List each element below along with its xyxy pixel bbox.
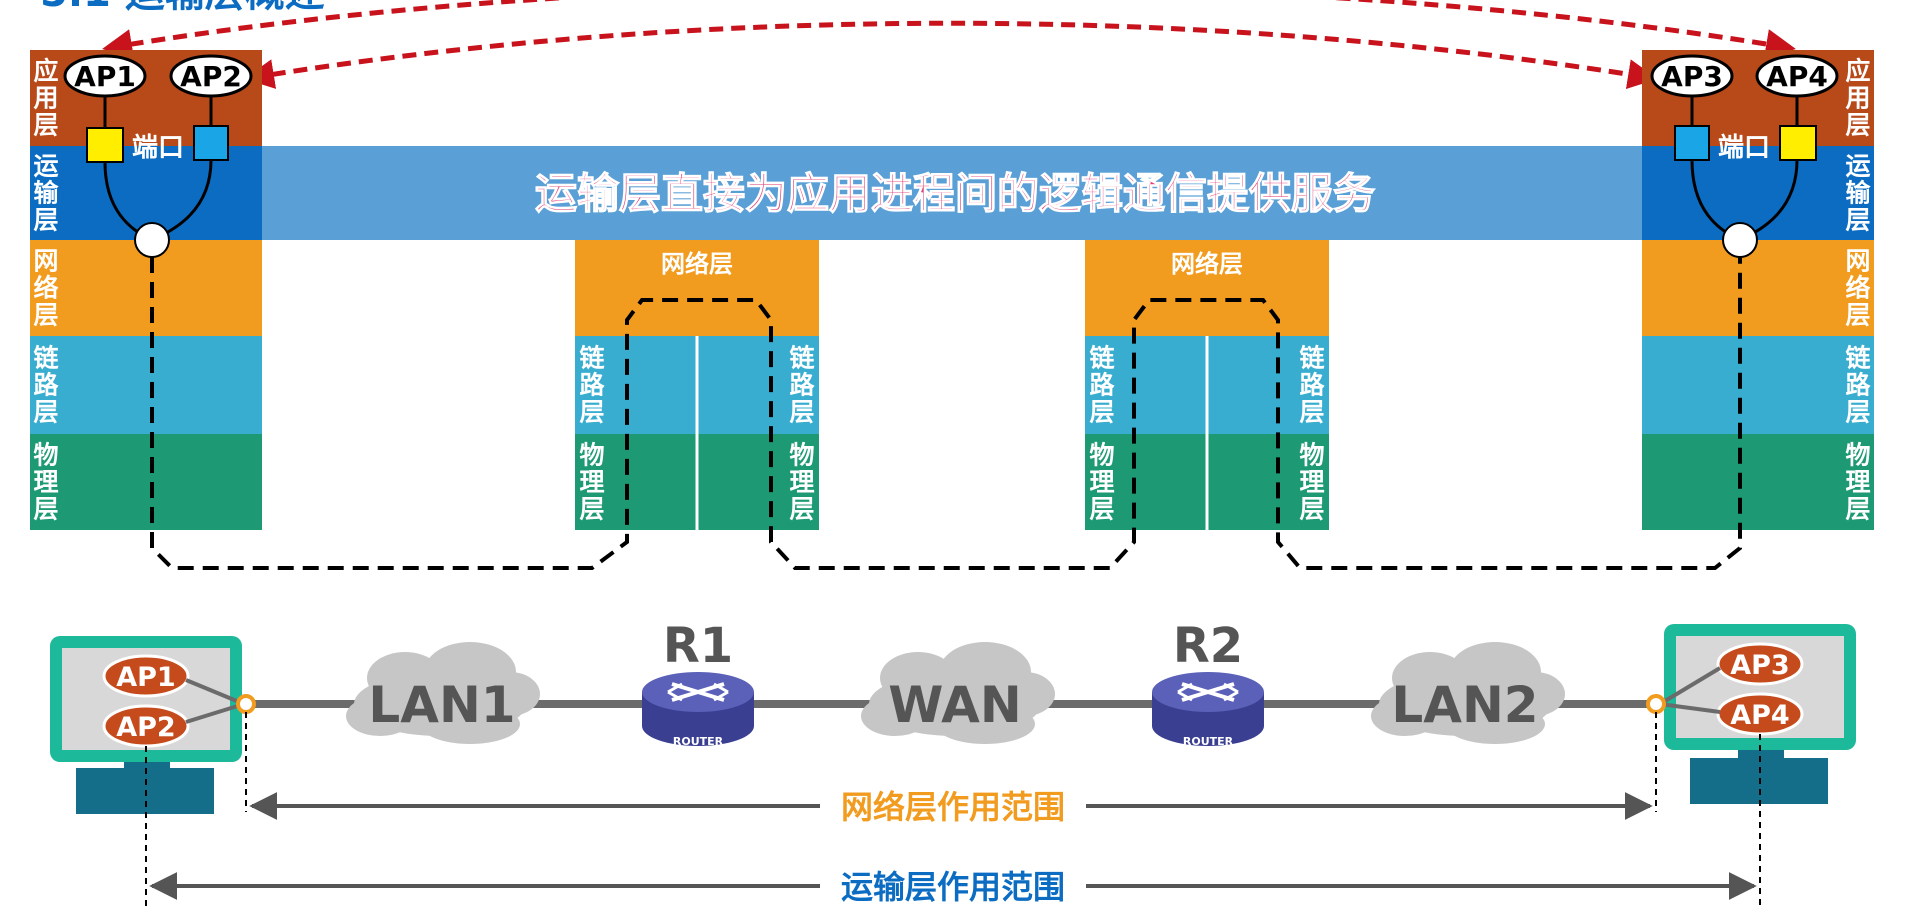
right-port-label: 端口 <box>1718 133 1770 163</box>
right-ap3-label: AP3 <box>1661 60 1723 93</box>
left-computer <box>50 636 242 814</box>
left-network-label: 网络层 <box>33 247 58 330</box>
router-r1-label: R1 <box>663 618 733 674</box>
right-ap4-oval <box>1755 54 1839 98</box>
router-r1-tag: ROUTER <box>673 735 724 748</box>
router-r1-icon <box>642 672 754 746</box>
router1-network-label: 网络层 <box>661 250 733 278</box>
page-title: 5.1 运输层概述 <box>40 0 325 16</box>
transport-banner <box>262 146 1648 240</box>
right-transport-label: 运输层 <box>1845 152 1871 235</box>
lan1-cloud <box>346 642 540 744</box>
host-ap1-link <box>185 678 245 706</box>
right-port-yellow <box>1779 125 1817 161</box>
r2-right-link-label: 链路层 <box>1299 344 1325 427</box>
transport-scope-label: 运输层作用范围 <box>841 868 1065 906</box>
r1-left-physical-label: 物理层 <box>579 441 604 524</box>
lan2-label: LAN2 <box>1391 676 1538 734</box>
left-ap2-oval <box>169 54 253 98</box>
left-physical-label: 物理层 <box>33 441 58 524</box>
right-port-dot <box>1646 694 1666 714</box>
network-scope-label: 网络层作用范围 <box>841 788 1065 826</box>
right-ap4-label: AP4 <box>1766 60 1828 93</box>
router1-stack <box>575 240 819 530</box>
left-ap2-label: AP2 <box>180 60 242 93</box>
banner-text: 运输层直接为应用进程间的逻辑通信提供服务 <box>535 169 1375 218</box>
host-ap4-label: AP4 <box>1730 700 1789 731</box>
host-ap3-label: AP3 <box>1730 650 1789 681</box>
router2-network-label: 网络层 <box>1171 250 1243 278</box>
r1-right-link-label: 链路层 <box>789 344 815 427</box>
left-host-stack <box>30 50 262 530</box>
right-physical-label: 物理层 <box>1845 441 1870 524</box>
router-r2-icon <box>1152 672 1264 746</box>
wan-cloud <box>861 642 1055 744</box>
left-transport-node <box>134 222 170 258</box>
host-ap3-link <box>1658 666 1722 706</box>
r2-left-physical-label: 物理层 <box>1089 441 1114 524</box>
left-ap1-oval <box>63 54 147 98</box>
left-port-yellow <box>86 127 124 163</box>
wan-label: WAN <box>888 676 1021 734</box>
host-ap3-oval <box>1716 642 1804 686</box>
host-ap4-link <box>1659 702 1721 714</box>
left-application-label: 应用层 <box>33 57 58 140</box>
right-network-label: 网络层 <box>1845 247 1870 330</box>
ap1-ap3-arrow <box>102 0 1796 59</box>
router2-stack <box>1085 240 1329 530</box>
router-r2-tag: ROUTER <box>1183 735 1234 748</box>
host-ap2-label: AP2 <box>116 712 175 743</box>
data-path <box>150 257 1742 570</box>
left-link-label: 链路层 <box>33 344 59 427</box>
left-transport-label: 运输层 <box>33 152 59 235</box>
left-port-blue <box>193 125 229 161</box>
right-ap3-oval <box>1650 54 1734 98</box>
right-host-stack <box>1642 50 1874 530</box>
r2-right-physical-label: 物理层 <box>1299 441 1324 524</box>
right-transport-node <box>1722 222 1758 258</box>
right-application-label: 应用层 <box>1845 57 1870 140</box>
lan1-label: LAN1 <box>368 676 515 734</box>
left-ap1-label: AP1 <box>74 60 136 93</box>
r2-left-link-label: 链路层 <box>1089 344 1115 427</box>
left-port-label: 端口 <box>132 133 184 163</box>
lan2-cloud <box>1371 642 1565 744</box>
right-port-blue <box>1674 125 1710 161</box>
r1-left-link-label: 链路层 <box>579 344 605 427</box>
host-ap2-link <box>185 702 245 724</box>
r1-right-physical-label: 物理层 <box>789 441 814 524</box>
host-ap1-oval <box>102 654 190 698</box>
left-port-dot <box>236 694 256 714</box>
ap2-ap4-arrow <box>244 20 1658 89</box>
host-ap1-label: AP1 <box>116 662 175 693</box>
right-link-label: 链路层 <box>1845 344 1871 427</box>
router-r2-label: R2 <box>1173 618 1243 674</box>
